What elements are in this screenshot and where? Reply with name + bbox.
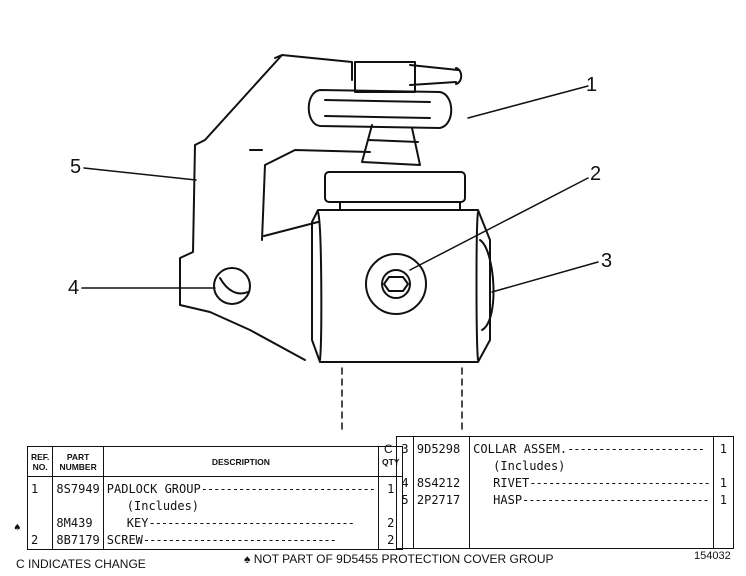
table-row: COLLAR ASSEM.---------------------- (473, 442, 705, 456)
table-row-ref: 2 (31, 533, 39, 547)
table-row: KEY--------------------------------- (126, 516, 355, 530)
parts-table-right: 3 4 5 9D5298 8S4212 2P2717 COLLAR ASSEM.… (396, 436, 735, 549)
quantity: 1 (719, 442, 727, 456)
leader-2 (409, 177, 589, 271)
collar-side (479, 239, 495, 331)
part-number: 8S4212 (416, 476, 461, 490)
part-number: 8B7179 (56, 533, 100, 547)
parts-table-left: REF. NO. PART NUMBER DESCRIPTION QTY 1 2… (26, 446, 404, 550)
callout-2: 2 (590, 163, 602, 185)
table-row-ref: 5 (401, 493, 409, 507)
part-number: 8S7949 (56, 482, 100, 496)
change-marker: C (384, 442, 393, 456)
table-row: SCREW------------------------------- (106, 533, 337, 547)
callout-4: 4 (68, 277, 80, 299)
shackle-loop-inner (324, 99, 431, 119)
change-note: C INDICATES CHANGE (16, 557, 146, 571)
table-row-ref: 4 (401, 476, 409, 490)
table-row-ref: 3 (401, 442, 409, 456)
header-ref: REF. NO. (26, 446, 54, 477)
screw-head (365, 253, 427, 315)
part-number: 8M439 (56, 516, 93, 530)
not-part-marker: ♠ (14, 521, 21, 534)
rivet (213, 267, 251, 305)
hasp-inner-edge (261, 149, 371, 241)
table-row: (Includes) (493, 459, 566, 473)
table-row: (Includes) (126, 499, 200, 513)
quantity: 2 (387, 516, 395, 530)
callout-3: 3 (601, 250, 613, 272)
quantity: 1 (387, 482, 395, 496)
header-description: DESCRIPTION (102, 446, 380, 477)
drawing-number: 154032 (694, 550, 731, 562)
table-row: RIVET----------------------------- (493, 476, 711, 490)
pin-block (354, 61, 416, 93)
quantity: 2 (387, 533, 395, 547)
table-row: PADLOCK GROUP---------------------------… (106, 482, 376, 496)
cone-neck (361, 124, 421, 166)
leader-1 (467, 85, 589, 119)
leader-5 (83, 167, 197, 181)
leader-3 (491, 261, 599, 293)
pin-rod (409, 64, 463, 86)
lock-body (311, 209, 491, 363)
protection-note: ♠ NOT PART OF 9D5455 PROTECTION COVER GR… (244, 552, 554, 566)
table-row-ref: 1 (31, 482, 39, 496)
padlock-assembly-drawing (81, 54, 599, 431)
callout-5: 5 (70, 156, 82, 178)
part-number: 9D5298 (416, 442, 461, 456)
table-row: HASP------------------------------ (493, 493, 710, 507)
quantity: 1 (719, 493, 727, 507)
shackle-loop (307, 89, 453, 129)
header-part: PART NUMBER (52, 446, 104, 477)
quantity: 1 (719, 476, 727, 490)
hasp-outline (179, 54, 353, 361)
part-number: 2P2717 (416, 493, 461, 507)
collar-top-ring (324, 171, 466, 203)
callout-1: 1 (586, 74, 598, 96)
